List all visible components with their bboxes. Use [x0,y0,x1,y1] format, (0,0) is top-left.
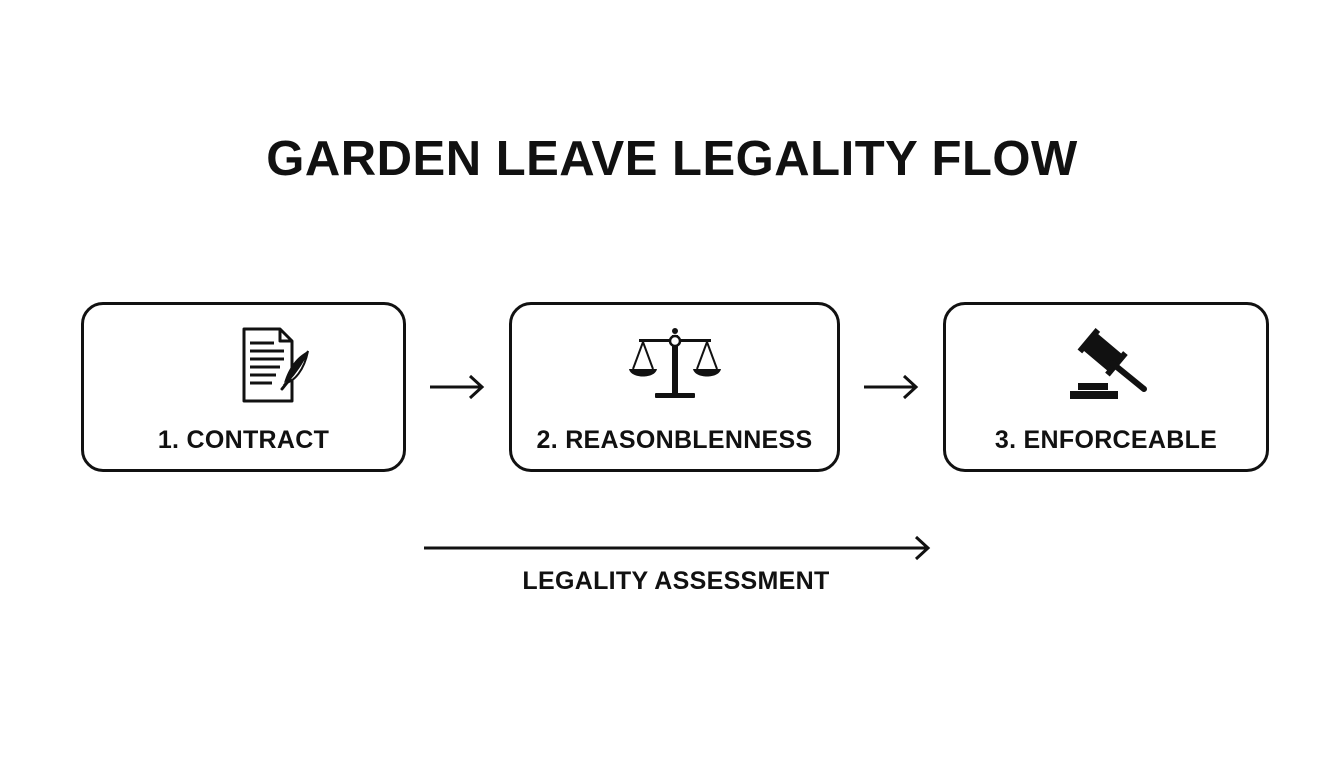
step-label-enforceable: 3. ENFORCEABLE [994,426,1218,454]
gavel-icon [1070,328,1147,399]
step-label-contract: 1. CONTRACT [157,426,330,454]
step-box-reasonableness: 2. REASONBLENNESS [509,302,840,472]
right-arrow-icon [864,374,919,400]
document-quill-icon [242,327,309,403]
assessment-label: LEGALITY ASSESSMENT [522,567,830,595]
step-label-reasonableness: 2. REASONBLENNESS [536,426,813,454]
scales-of-justice-icon [628,328,721,398]
assessment-arrow-icon [424,535,931,561]
right-arrow-icon [430,374,485,400]
diagram-title: GARDEN LEAVE LEGALITY FLOW [266,132,1078,186]
step-box-enforceable: 3. ENFORCEABLE [943,302,1269,472]
step-box-contract: 1. CONTRACT [81,302,406,472]
